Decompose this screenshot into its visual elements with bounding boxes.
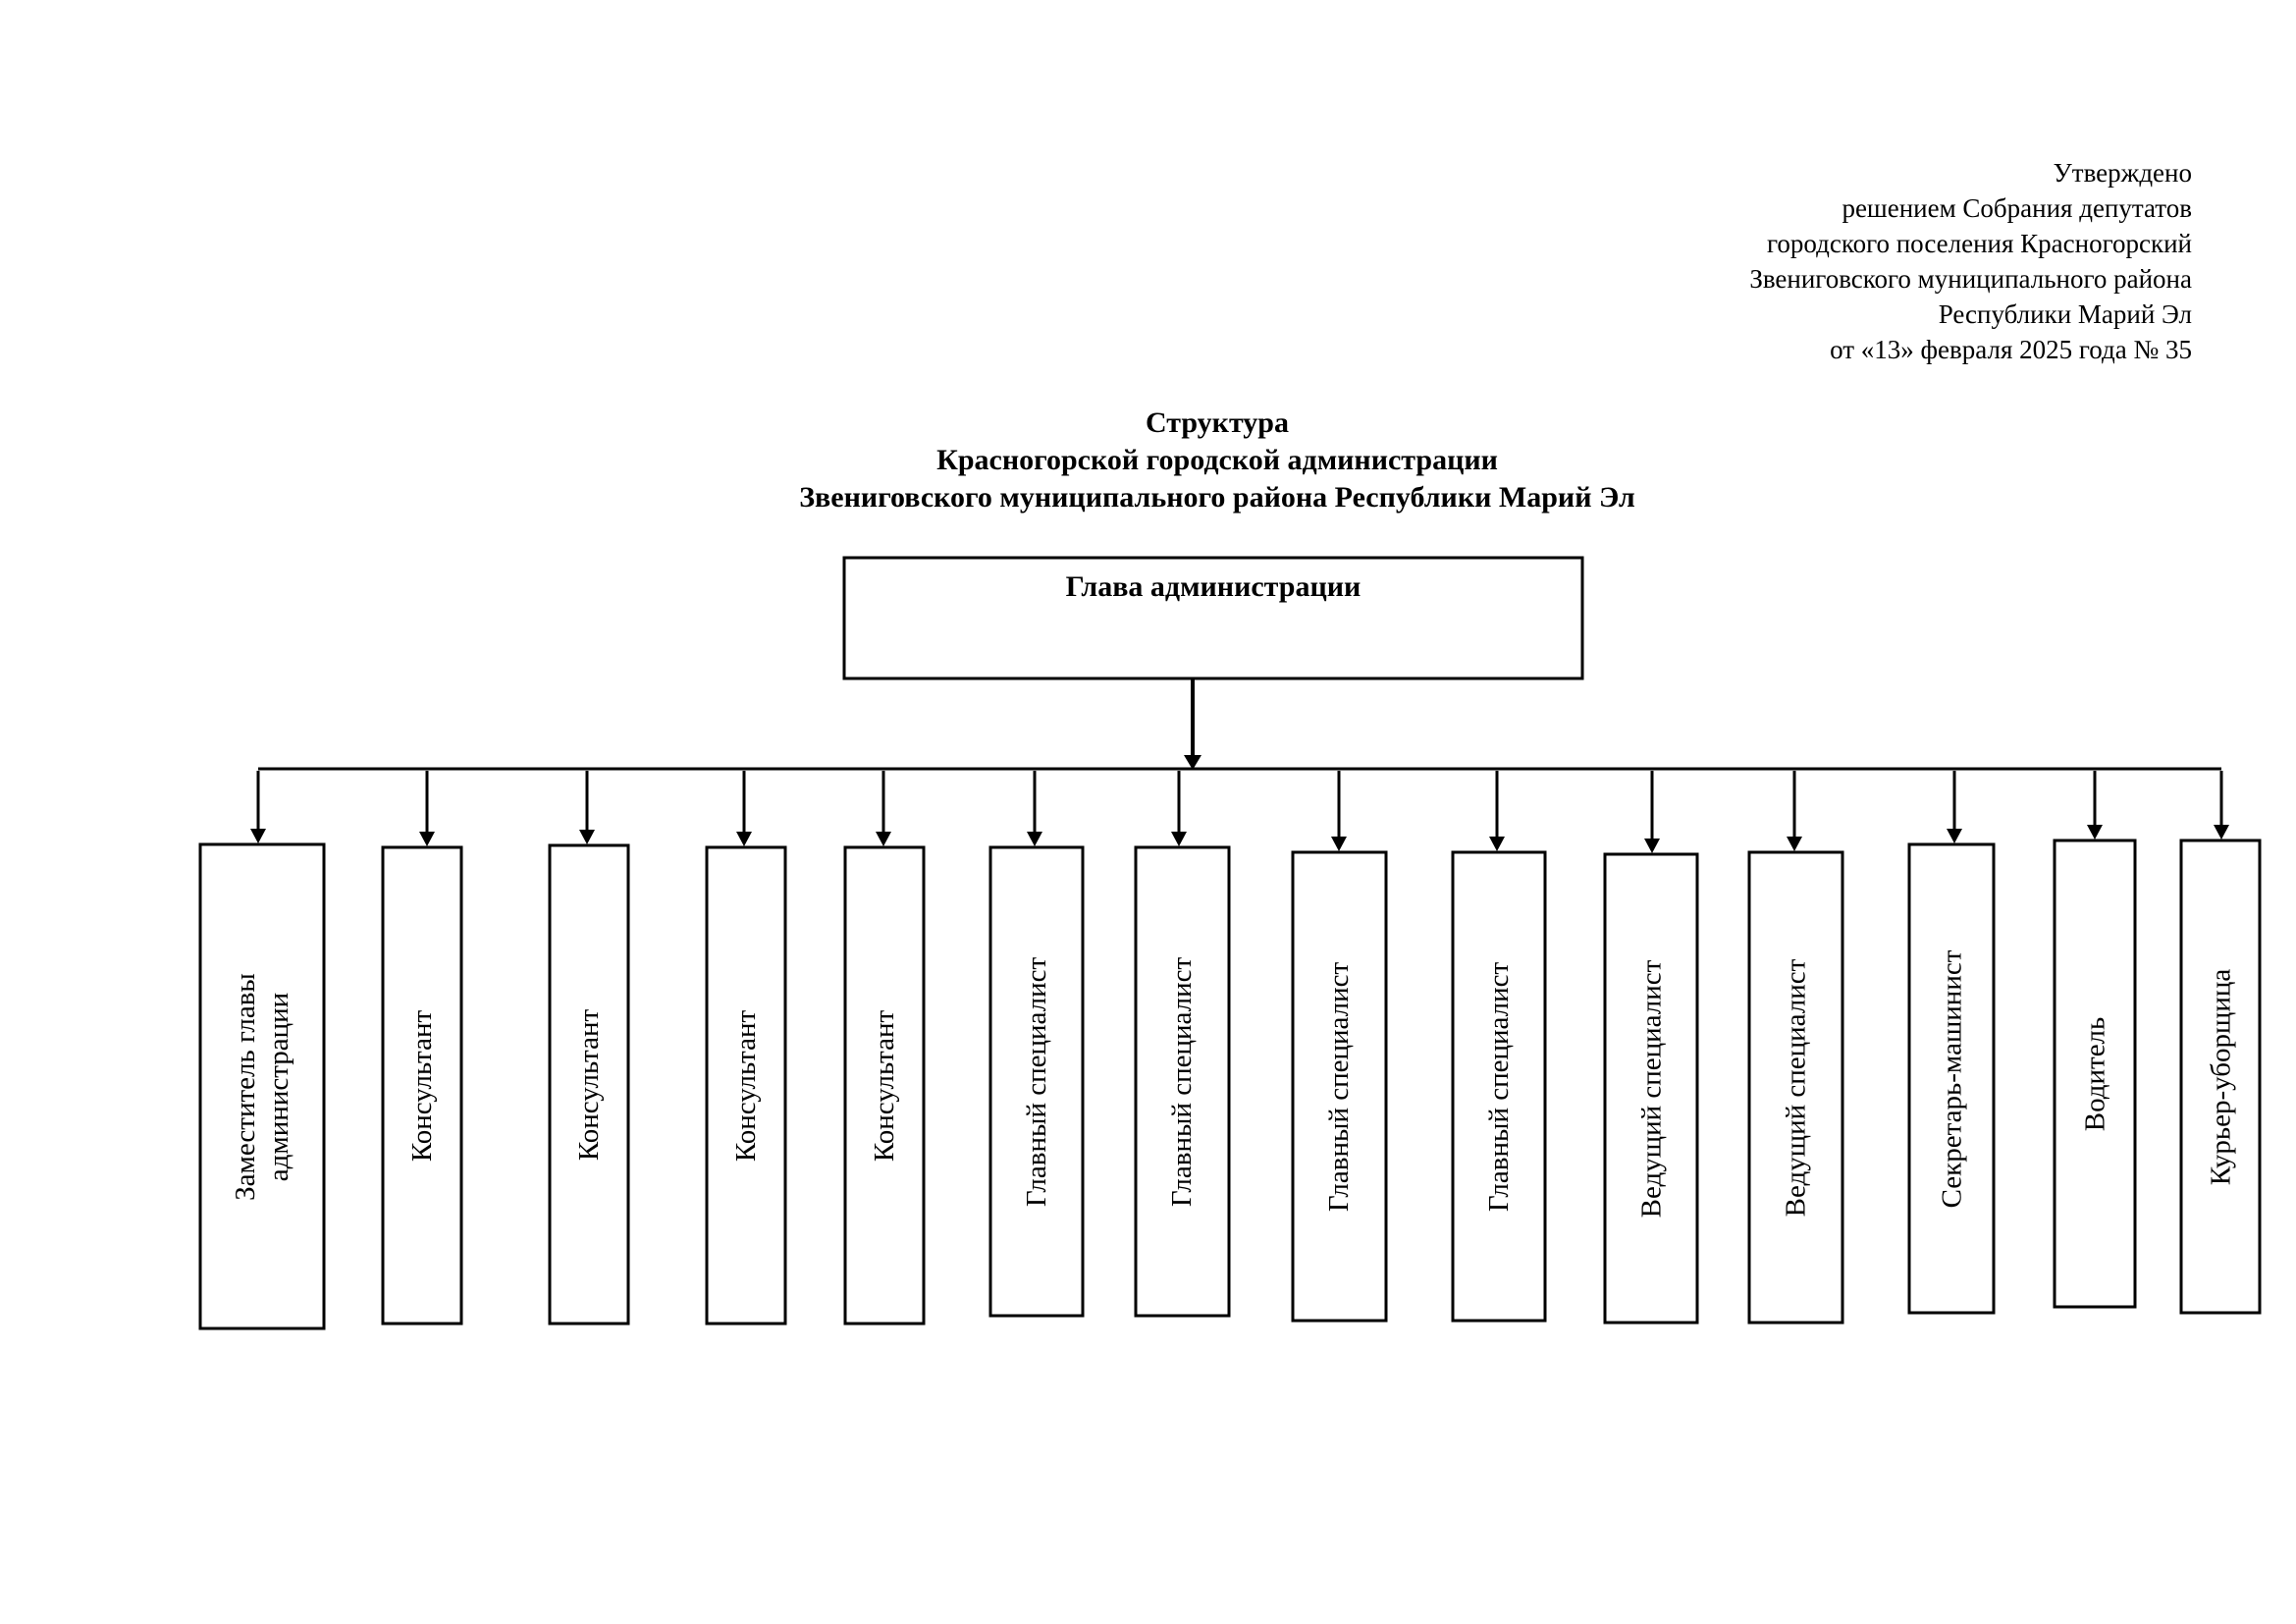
- drop-arrows: [250, 771, 2229, 853]
- position-label-line: Главный специалист: [1483, 961, 1516, 1212]
- drop-arrowhead: [1787, 837, 1802, 851]
- position-label: Ведущий специалист: [1749, 852, 1842, 1323]
- position-label: Секретарь-машинист: [1909, 844, 1994, 1313]
- drop-arrowhead: [579, 830, 595, 844]
- head-box: [842, 556, 1584, 680]
- position-box: [1291, 850, 1388, 1323]
- head-arrowhead: [1184, 755, 1201, 770]
- position-label: Водитель: [2055, 840, 2135, 1307]
- drop-arrowhead: [1331, 837, 1347, 851]
- position-box: [2053, 839, 2137, 1309]
- position-label-line: Заместитель главы: [230, 972, 262, 1201]
- position-label-line: Ведущий специалист: [1635, 959, 1668, 1218]
- position-box: [988, 845, 1085, 1318]
- title-line: Структура: [1146, 406, 1289, 439]
- approval-line: Республики Марий Эл: [1938, 299, 2192, 329]
- position-label: Главный специалист: [1453, 852, 1545, 1321]
- position-label: Главный специалист: [1136, 847, 1229, 1316]
- drop-arrowhead: [1947, 829, 1962, 843]
- position-label-line: Консультант: [869, 1009, 901, 1162]
- position-box: [1134, 845, 1231, 1318]
- approval-line: решением Собрания депутатов: [1842, 193, 2192, 223]
- drop-arrowhead: [1171, 832, 1187, 846]
- position-label-line: администрации: [263, 992, 295, 1181]
- position-label-line: Консультант: [406, 1009, 439, 1162]
- position-label: Консультант: [550, 845, 628, 1324]
- position-label: Консультант: [383, 847, 461, 1324]
- position-box: [1603, 852, 1699, 1325]
- position-label: Консультант: [845, 847, 924, 1324]
- approval-line: городского поселения Красногорский: [1766, 229, 2192, 258]
- position-label: Главный специалист: [1293, 852, 1386, 1321]
- position-box: [1451, 850, 1547, 1323]
- position-label-line: Главный специалист: [1166, 956, 1199, 1207]
- position-box: [843, 845, 926, 1326]
- drop-arrowhead: [2214, 825, 2229, 839]
- position-label-line: Главный специалист: [1323, 961, 1356, 1212]
- position-box: [381, 845, 463, 1326]
- position-label-line: Ведущий специалист: [1780, 958, 1812, 1217]
- drop-arrowhead: [250, 829, 266, 843]
- position-label-line: Консультант: [730, 1009, 763, 1162]
- position-label: Консультант: [707, 847, 785, 1324]
- drop-arrowhead: [2087, 825, 2103, 839]
- position-label-line: Консультант: [573, 1008, 606, 1161]
- document-title: Структура Красногорской городской админи…: [0, 405, 2296, 516]
- position-box: [198, 842, 326, 1330]
- drop-arrowhead: [876, 832, 891, 846]
- position-box: [1747, 850, 1844, 1325]
- drop-arrowhead: [1489, 837, 1505, 851]
- position-label-line: Курьер-уборщица: [2205, 968, 2236, 1185]
- head-label: Глава администрации: [1065, 570, 1362, 603]
- position-label-line: Главный специалист: [1021, 956, 1053, 1207]
- position-label: Ведущий специалист: [1605, 854, 1697, 1323]
- approval-block: Утверждено решением Собрания депутатов г…: [1749, 155, 2192, 367]
- title-line: Звениговского муниципального района Респ…: [799, 481, 1635, 514]
- position-box: [1907, 842, 1996, 1315]
- position-label-line: Секретарь-машинист: [1936, 949, 1967, 1208]
- drop-arrowhead: [419, 832, 435, 846]
- drop-arrowhead: [1644, 839, 1660, 853]
- approval-line: Звениговского муниципального района: [1749, 264, 2192, 294]
- position-box: [548, 843, 630, 1326]
- drop-arrowhead: [736, 832, 752, 846]
- position-box: [2179, 839, 2262, 1315]
- approval-line: Утверждено: [2053, 158, 2192, 188]
- position-boxes: [198, 839, 2262, 1330]
- position-box: [705, 845, 787, 1326]
- position-label-line: Водитель: [2079, 1016, 2110, 1131]
- position-label: Главный специалист: [990, 847, 1083, 1316]
- drop-arrowhead: [1027, 832, 1042, 846]
- title-line: Красногорской городской администрации: [936, 444, 1498, 476]
- approval-line: от «13» февраля 2025 года № 35: [1830, 335, 2192, 364]
- position-label: Курьер-уборщица: [2181, 840, 2260, 1313]
